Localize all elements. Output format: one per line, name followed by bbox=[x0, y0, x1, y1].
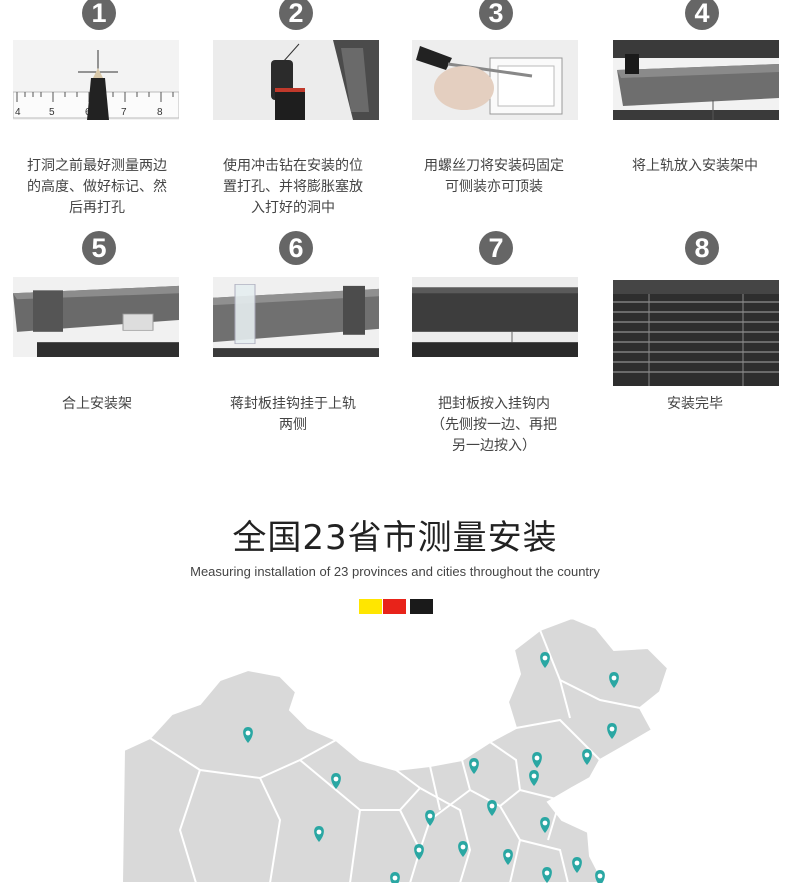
location-pin-icon bbox=[458, 841, 468, 857]
step-1-photo: 4 5 6 7 8 bbox=[13, 40, 179, 120]
location-pin-icon bbox=[607, 723, 617, 739]
color-bar-red bbox=[383, 599, 406, 614]
location-pin-icon bbox=[572, 857, 582, 873]
color-bar-black bbox=[410, 599, 433, 614]
step-2-number: 2 bbox=[279, 0, 313, 30]
step-2-caption: 使用冲击钻在安装的位 置打孔、并将膨胀塞放 入打好的洞中 bbox=[223, 158, 363, 216]
color-bar-yellow bbox=[359, 599, 382, 614]
location-pin-icon bbox=[425, 810, 435, 826]
rail-install-image bbox=[613, 40, 779, 120]
china-map-svg bbox=[120, 616, 670, 887]
step-6-caption: 蒋封板挂钩挂于上轨 两侧 bbox=[230, 396, 356, 433]
ruler-label: 7 bbox=[121, 107, 127, 118]
step-5-photo bbox=[13, 277, 179, 357]
step-8-photo bbox=[613, 280, 779, 386]
location-pin-icon bbox=[503, 849, 513, 865]
finished-blinds-image bbox=[613, 280, 779, 386]
location-pin-icon bbox=[414, 844, 424, 860]
location-pin-icon bbox=[540, 652, 550, 668]
step-1-caption: 打洞之前最好测量两边 的高度、做好标记、然 后再打孔 bbox=[27, 158, 167, 216]
step-5-number: 5 bbox=[82, 231, 116, 265]
province-borders bbox=[149, 629, 641, 884]
step-4-caption: 将上轨放入安装架中 bbox=[632, 158, 758, 174]
step-3-number: 3 bbox=[479, 0, 513, 30]
step-7-caption: 把封板按入挂钩内 （先侧按一边、再把 另一边按入） bbox=[431, 396, 557, 454]
step-3-caption: 用螺丝刀将安装码固定 可侧装亦可顶装 bbox=[424, 158, 564, 195]
step-4-number: 4 bbox=[685, 0, 719, 30]
location-pin-icon bbox=[542, 867, 552, 883]
country-outline bbox=[120, 616, 670, 884]
ruler-label: 5 bbox=[49, 107, 55, 118]
ruler-label: 4 bbox=[15, 107, 21, 118]
location-pin-icon bbox=[595, 870, 605, 886]
valance-press-image bbox=[412, 277, 578, 357]
location-pin-icon bbox=[331, 773, 341, 789]
section-title: 全国23省市测量安装 bbox=[232, 518, 558, 558]
step-8-caption: 安装完毕 bbox=[667, 396, 723, 412]
step-7-photo bbox=[412, 277, 578, 357]
step-8-number: 8 bbox=[685, 231, 719, 265]
step-6-number: 6 bbox=[279, 231, 313, 265]
step-1-number: 1 bbox=[82, 0, 116, 30]
location-pin-icon bbox=[390, 872, 400, 887]
screwdriver-bracket-image bbox=[412, 40, 578, 120]
location-pin-icon bbox=[532, 752, 542, 768]
step-3-photo bbox=[412, 40, 578, 120]
location-pin-icon bbox=[469, 758, 479, 774]
location-pin-icon bbox=[314, 826, 324, 842]
location-pin-icon bbox=[529, 770, 539, 786]
location-pins bbox=[243, 652, 619, 887]
location-pin-icon bbox=[582, 749, 592, 765]
location-pin-icon bbox=[540, 817, 550, 833]
step-6-photo bbox=[213, 277, 379, 357]
ruler-label: 8 bbox=[157, 107, 163, 118]
step-2-photo bbox=[213, 40, 379, 120]
section-subtitle: Measuring installation of 23 provinces a… bbox=[190, 564, 600, 579]
step-4-photo bbox=[613, 40, 779, 120]
step-5-caption: 合上安装架 bbox=[62, 396, 132, 412]
location-pin-icon bbox=[487, 800, 497, 816]
bracket-close-image bbox=[13, 277, 179, 357]
valance-hook-image bbox=[213, 277, 379, 357]
location-pin-icon bbox=[243, 727, 253, 743]
ruler-pencil-image: 4 5 6 7 8 bbox=[13, 40, 179, 120]
china-map bbox=[0, 610, 790, 887]
location-pin-icon bbox=[609, 672, 619, 688]
step-7-number: 7 bbox=[479, 231, 513, 265]
drill-image bbox=[213, 40, 379, 120]
